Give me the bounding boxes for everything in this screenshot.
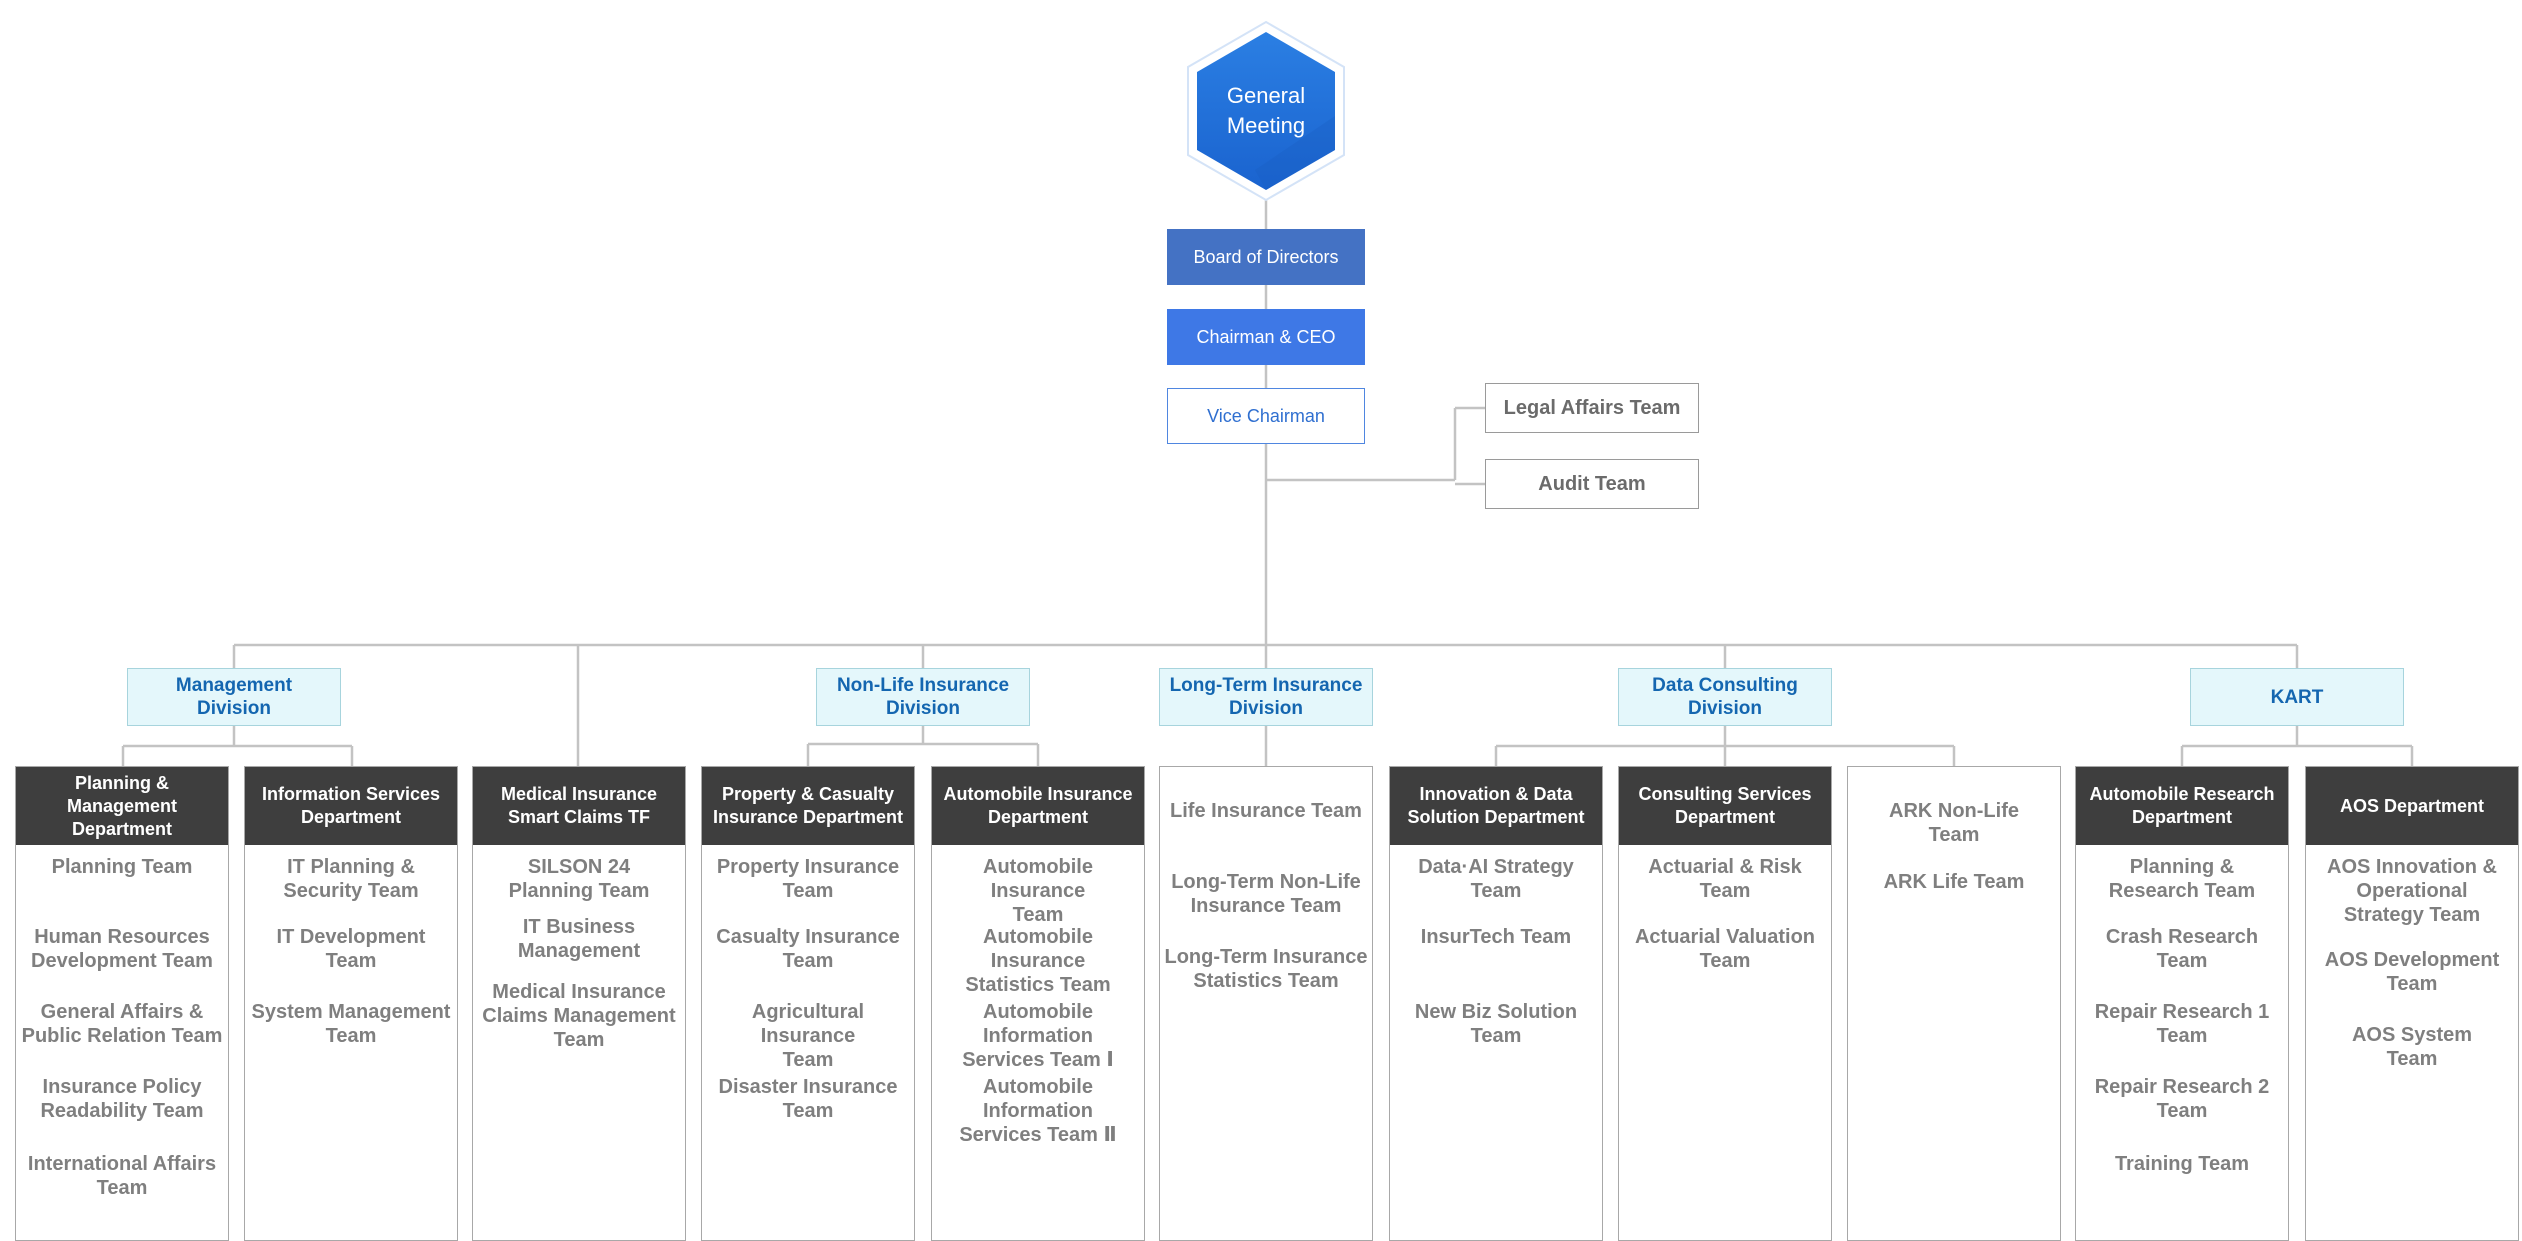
team-item: InsurTech Team [1420, 926, 1572, 948]
hexagon-shape [1187, 20, 1345, 202]
team-item: Planning &Research Team [2108, 856, 2256, 902]
vice-chairman-box: Vice Chairman [1167, 388, 1365, 444]
audit-team-box: Audit Team [1485, 459, 1699, 509]
legal-affairs-team-box: Legal Affairs Team [1485, 383, 1699, 433]
kart-division: KART [2190, 668, 2404, 726]
team-item: Planning Team [51, 856, 193, 878]
team-item: IT Planning &Security Team [283, 856, 419, 902]
team-item: ARK Life Team [1883, 871, 2025, 893]
team-item: Training Team [2114, 1153, 2250, 1175]
department-header: AOS Department [2306, 767, 2518, 845]
team-list: IT Planning &Security Team IT Development… [245, 845, 457, 1240]
board-of-directors-box: Board of Directors [1167, 229, 1365, 285]
team-item: Life Insurance Team [1170, 800, 1362, 822]
team-item: General Affairs &Public Relation Team [21, 1001, 223, 1047]
chairman-ceo-box: Chairman & CEO [1167, 309, 1365, 365]
